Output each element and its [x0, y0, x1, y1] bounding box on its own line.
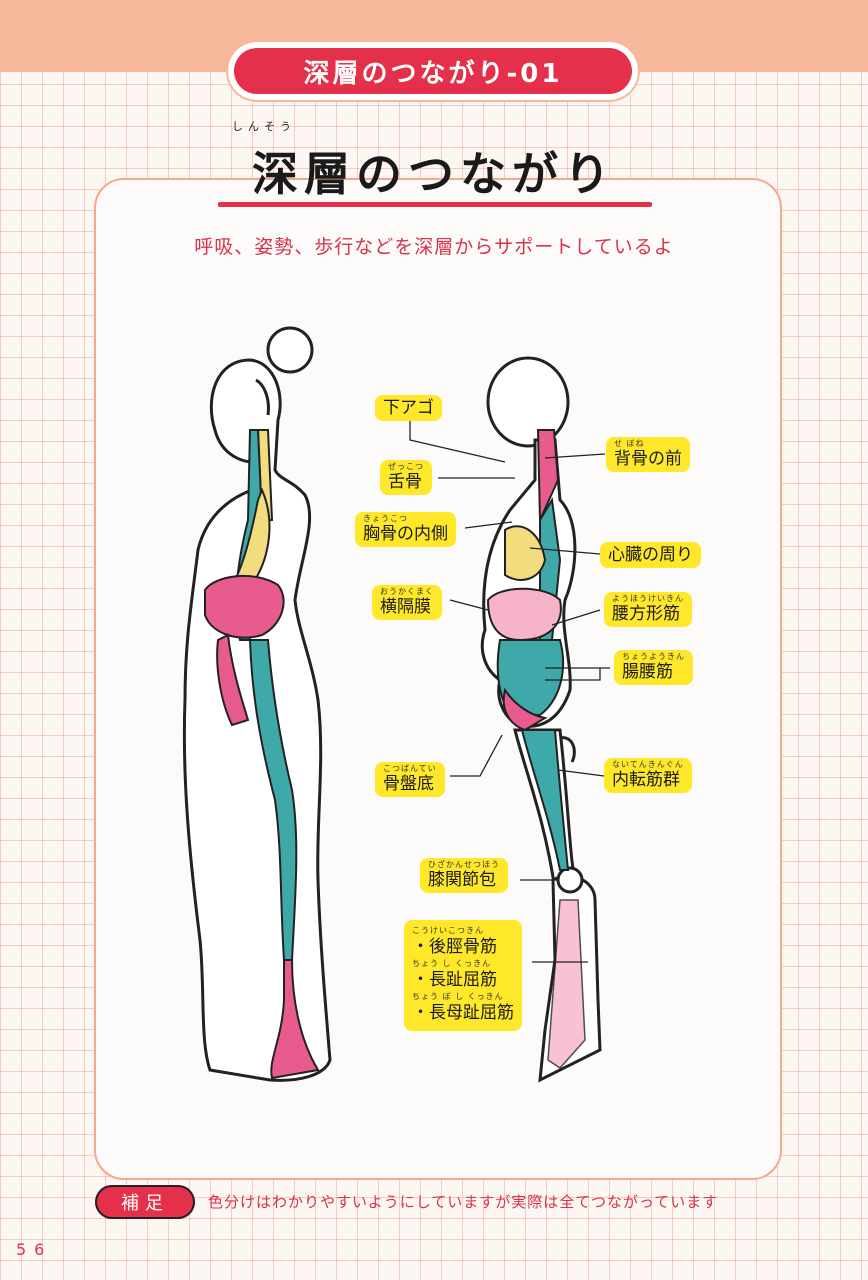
series-label: 深層のつながり-01	[234, 48, 632, 94]
label-sebone: せ ぼね背骨の前	[606, 437, 690, 472]
label-leg-muscles: こうけいこつきん・後脛骨筋 ちょう し くっきん・長趾屈筋 ちょう ぼ し くっ…	[404, 920, 522, 1031]
label-kyokotsu: きょうこつ胸骨の内側	[355, 512, 456, 547]
label-naiten: ないてんきんぐん内転筋群	[604, 758, 692, 793]
label-oukakumaku: おうかくまく横隔膜	[372, 585, 442, 620]
note-badge: 補足	[95, 1185, 195, 1219]
title-underline	[218, 202, 652, 207]
page-number: 56	[16, 1240, 53, 1259]
series-pill: 深層のつながり-01	[228, 42, 638, 100]
left-figure-deep-line	[204, 429, 320, 1080]
note-text: 色分けはわかりやすいようにしていますが実際は全てつながっています	[208, 1193, 719, 1211]
label-zekkotsu: ぜっこつ舌骨	[380, 460, 432, 495]
leader-lines	[409, 418, 610, 963]
label-kotsubantei: こつばんてい骨盤底	[375, 762, 445, 797]
title-ruby: しんそう	[232, 120, 296, 133]
page-title: 深層のつながり	[252, 147, 616, 201]
page-subtitle: 呼吸、姿勢、歩行などを深層からサポートしているよ	[194, 236, 674, 258]
label-chouyou: ちょうようきん腸腰筋	[614, 650, 693, 685]
label-shitsukansetsu: ひざかんせつほう膝関節包	[420, 858, 508, 893]
label-shinzo: 心臓の周り	[600, 542, 701, 568]
label-youhoukei: ようほうけいきん腰方形筋	[604, 592, 692, 627]
label-shita-ago: 下アゴ	[375, 395, 442, 421]
right-figure-deep-line	[486, 429, 586, 1069]
